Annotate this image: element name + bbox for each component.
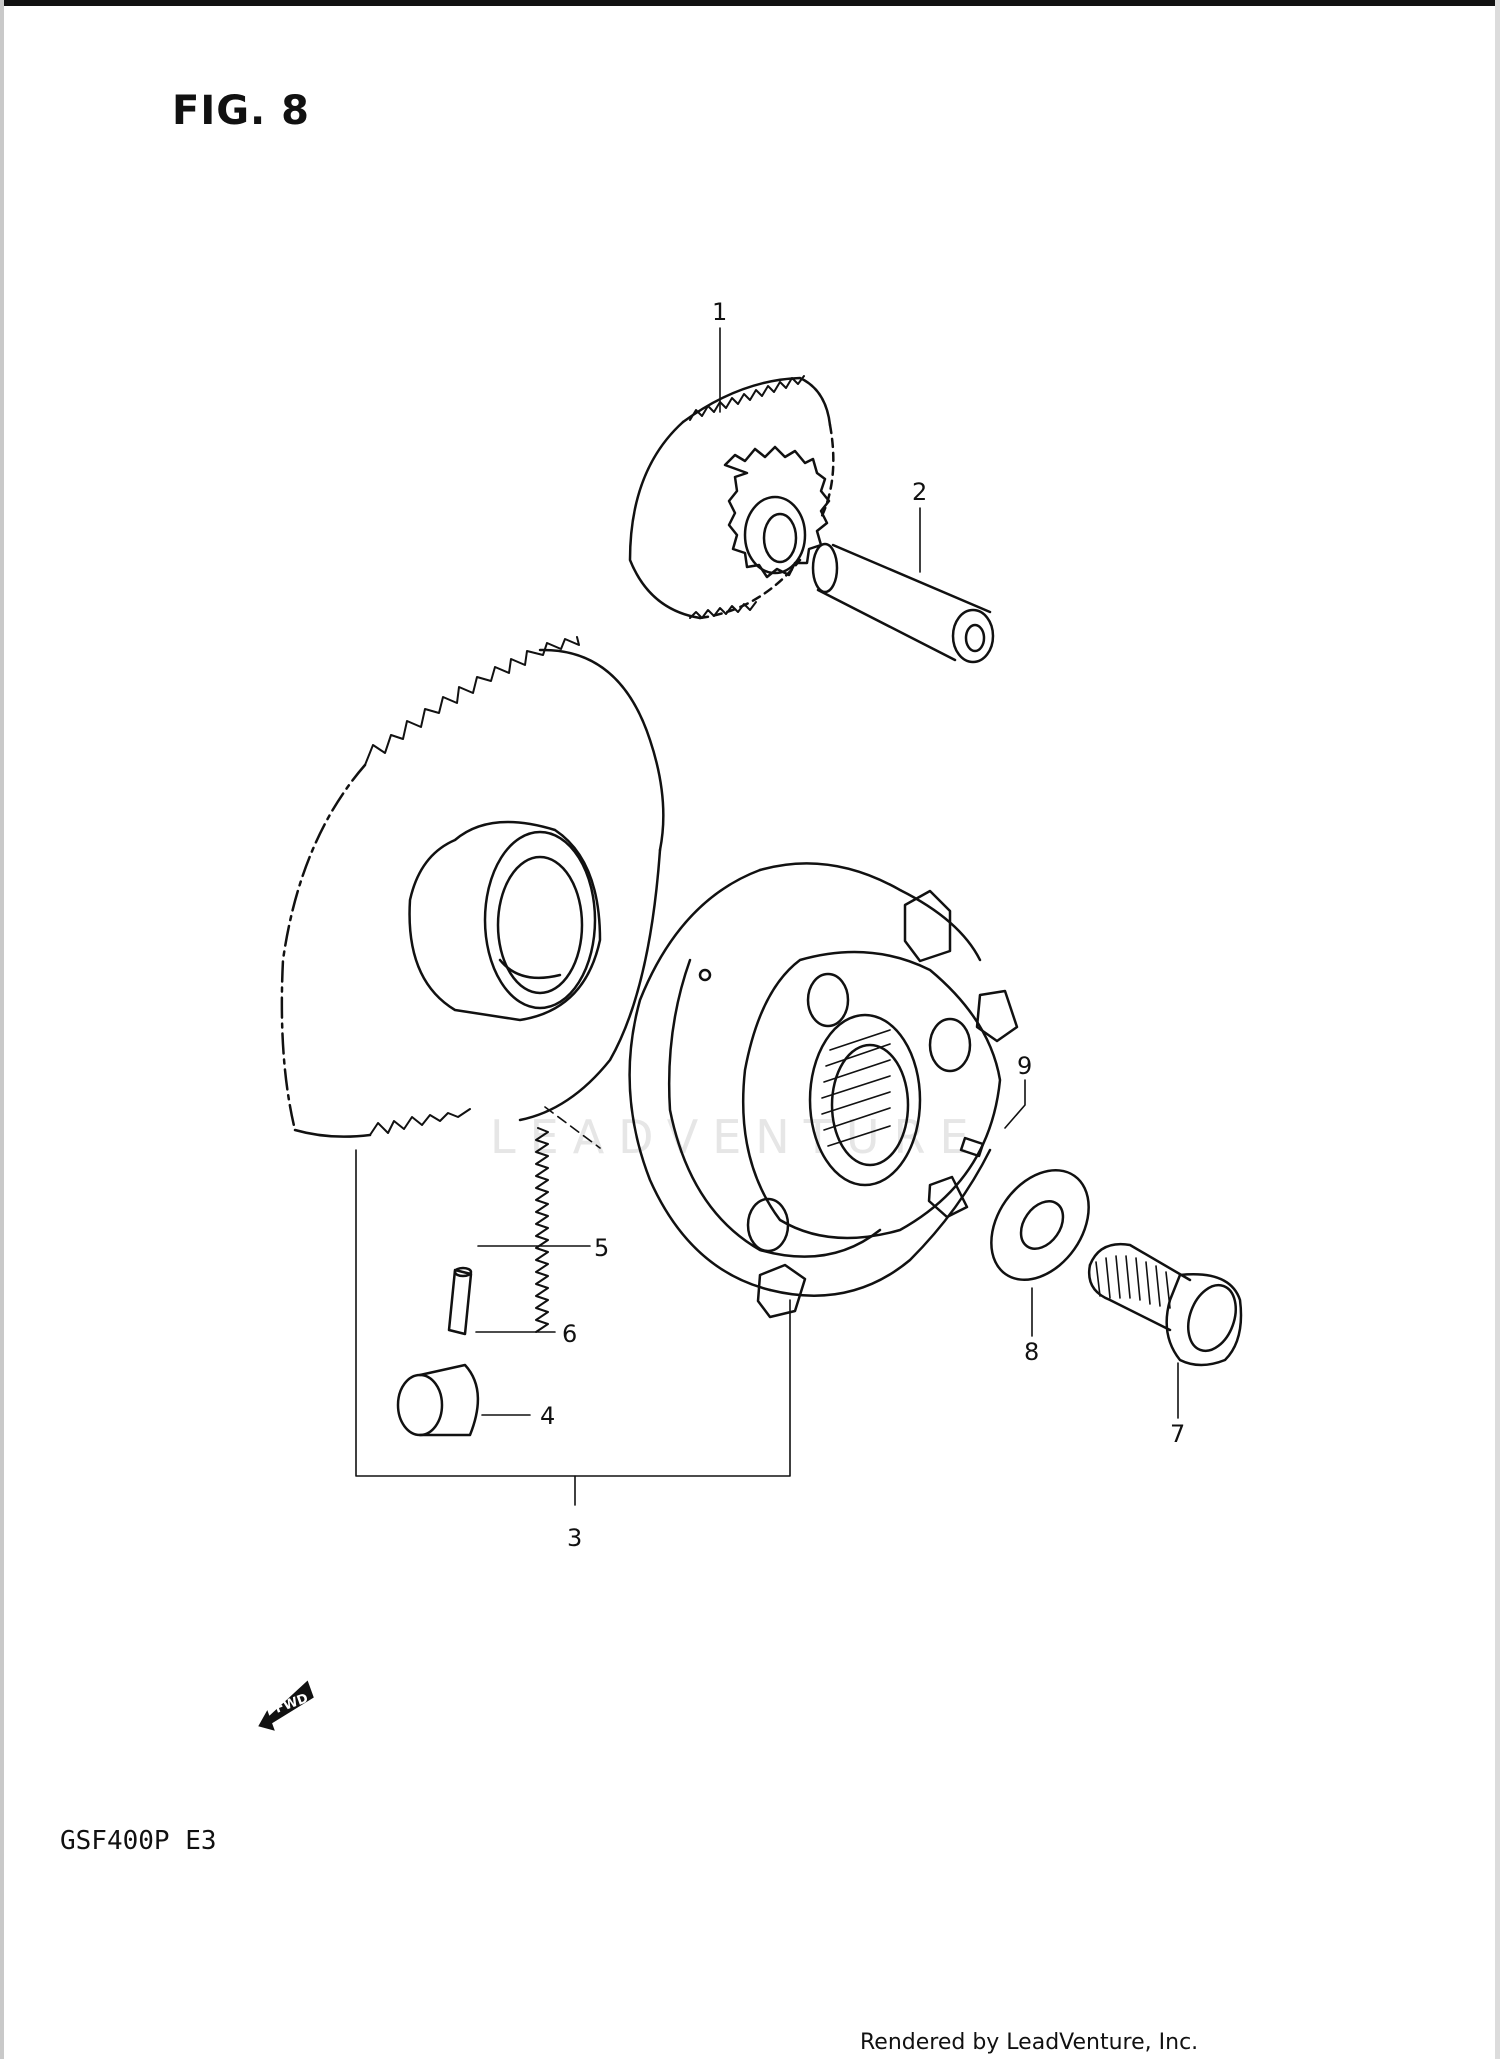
fwd-arrow-icon: FWD (258, 1680, 314, 1731)
callout-5: 5 (594, 1234, 609, 1262)
top-border (0, 0, 1500, 6)
footer-credit: Rendered by LeadVenture, Inc. (860, 2030, 1199, 2055)
callout-2: 2 (912, 478, 927, 506)
roller-part-4 (396, 1363, 480, 1437)
shaft-part-2 (811, 542, 995, 664)
left-scan-edge (0, 0, 4, 2059)
spring-part-5 (535, 1127, 549, 1333)
bolt-part-7 (1087, 1242, 1243, 1367)
callout-4: 4 (540, 1402, 555, 1430)
starter-clutch-body (628, 862, 1019, 1319)
watermark: LEADVENTURE (490, 1110, 983, 1164)
callout-9: 9 (1017, 1052, 1032, 1080)
leader-lines (355, 327, 1179, 1506)
model-code: GSF400P E3 (60, 1826, 217, 1856)
callout-6: 6 (562, 1320, 577, 1348)
callout-8: 8 (1024, 1338, 1039, 1366)
callout-1: 1 (712, 298, 727, 326)
key-part-9 (959, 1136, 985, 1158)
callout-3: 3 (567, 1524, 582, 1552)
idler-gear-part-1 (628, 375, 835, 620)
callout-7: 7 (1170, 1420, 1185, 1448)
pin-part-6 (447, 1266, 473, 1336)
washer-part-8 (990, 1169, 1090, 1281)
callout-labels: 1 2 3 4 5 6 7 8 9 (540, 298, 1185, 1552)
starter-gear-disc (280, 636, 665, 1138)
fwd-label: FWD (273, 1691, 310, 1717)
right-scan-edge (1495, 0, 1500, 2059)
figure-title: FIG. 8 (172, 88, 310, 134)
